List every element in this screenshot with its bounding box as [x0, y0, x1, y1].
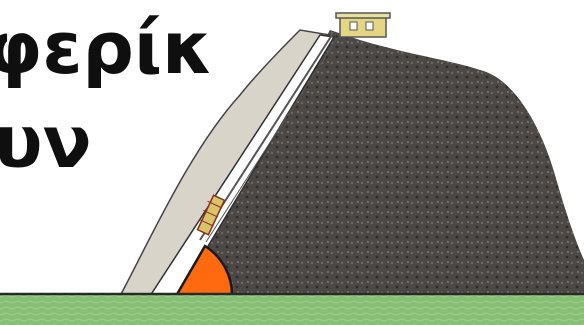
ground-strip	[0, 294, 584, 325]
summit-station	[336, 13, 390, 37]
